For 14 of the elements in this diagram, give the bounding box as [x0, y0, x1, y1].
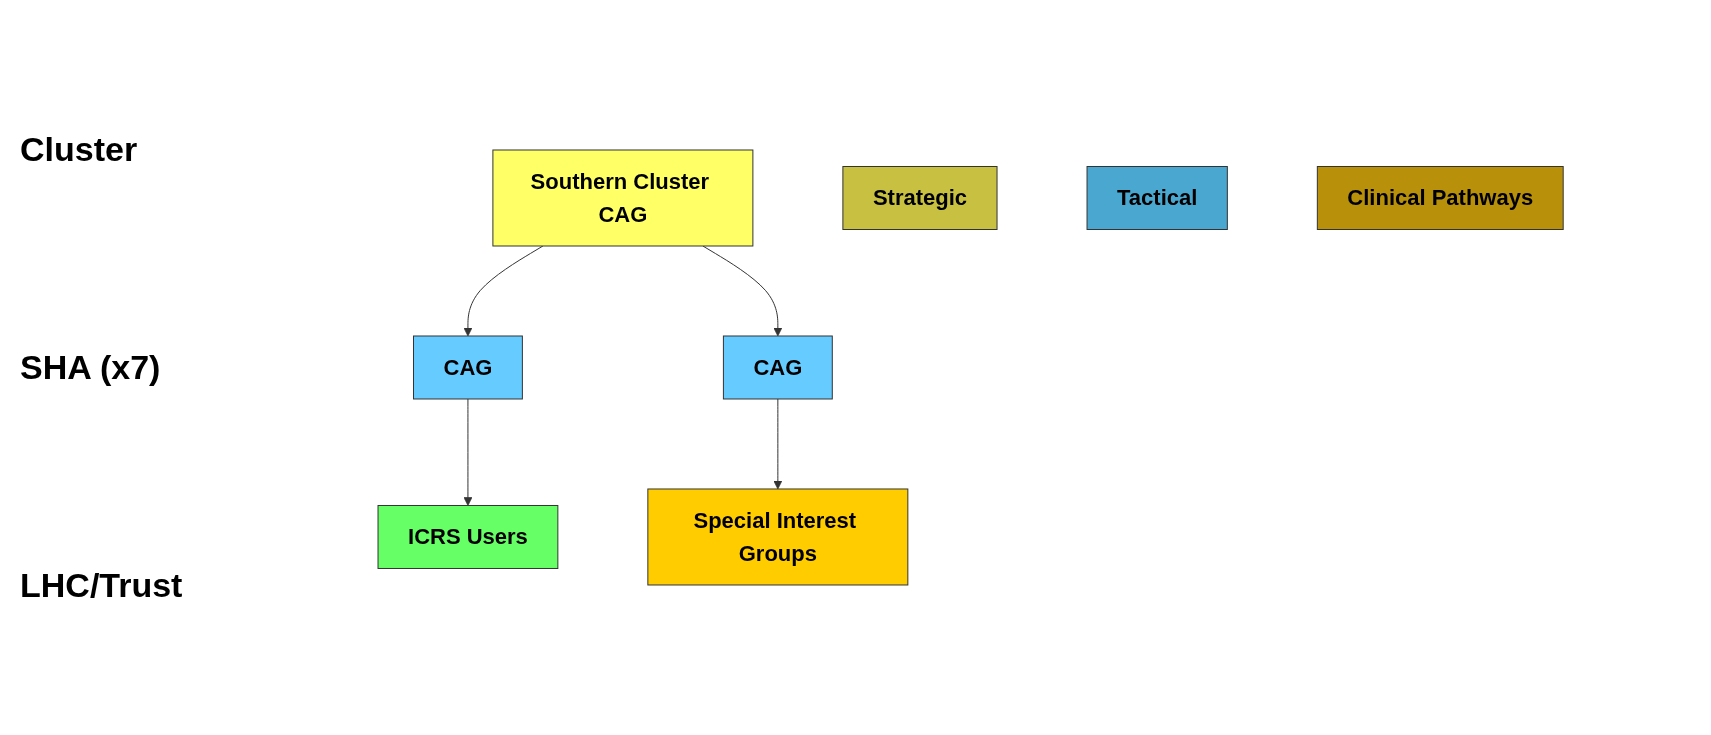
tier-label: SHA (x7): [20, 348, 161, 387]
node-box: Clinical Pathways: [1316, 166, 1564, 230]
arrow: [463, 398, 473, 506]
node-box: Tactical: [1086, 166, 1228, 230]
tier-label: LHC/Trust: [20, 566, 183, 606]
node-box: CAG: [722, 335, 833, 400]
node-box: Special Interest Groups: [647, 488, 909, 586]
node-box: CAG: [412, 335, 523, 400]
arrow: [702, 245, 783, 337]
node-box: Strategic: [842, 166, 998, 230]
tier-label: Cluster: [20, 129, 138, 169]
arrow: [773, 398, 783, 490]
node-box: Southern Cluster CAG: [492, 149, 754, 247]
node-box: ICRS Users: [377, 505, 559, 569]
